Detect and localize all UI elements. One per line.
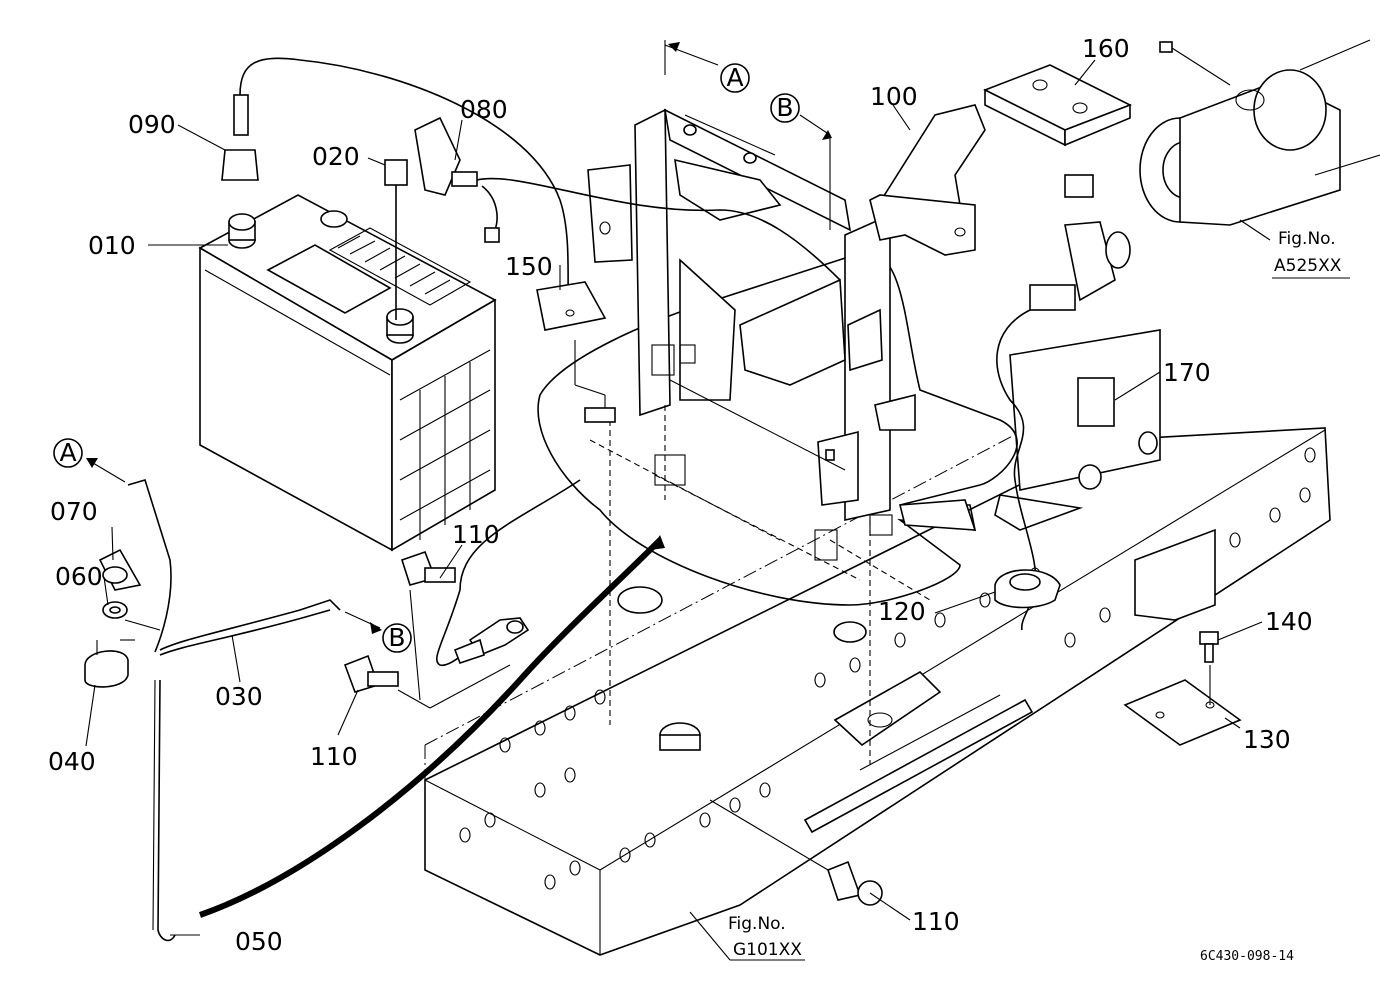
- part-label-050: 050: [235, 927, 283, 956]
- part-label-040: 040: [48, 747, 96, 776]
- part-label-010: 010: [88, 231, 136, 260]
- part-label-060: 060: [55, 562, 103, 591]
- figure-references: Fig.No. A525XX Fig.No. G101XX 6C430-098-…: [689, 229, 1350, 964]
- marker-b-mid-text: B: [388, 623, 405, 652]
- part-label-130: 130: [1243, 725, 1291, 754]
- marker-b-mid: [382, 623, 412, 653]
- marker-a-top-text: A: [726, 63, 743, 92]
- part-label-150: 150: [505, 252, 553, 281]
- marker-a-left: [53, 438, 83, 468]
- part-label-140: 140: [1265, 607, 1313, 636]
- fig-ref-g-code: G101XX: [733, 940, 802, 960]
- right-parts-drawing: [709, 39, 1380, 906]
- part-label-070: 070: [50, 497, 98, 526]
- battery-tray-drawing: [537, 108, 1084, 765]
- marker-a-left-text: A: [59, 438, 76, 467]
- part-label-110-lower: 110: [310, 742, 358, 771]
- part-label-080: 080: [460, 95, 508, 124]
- part-label-030: 030: [215, 682, 263, 711]
- part-label-110-upper: 110: [452, 520, 500, 549]
- drawing-number: 6C430-098-14: [1200, 949, 1294, 964]
- frame-drawing: [424, 329, 1331, 956]
- marker-b-top-text: B: [776, 93, 793, 122]
- battery-drawing: [198, 194, 497, 552]
- marker-b-top: [770, 93, 800, 123]
- part-label-170: 170: [1163, 358, 1211, 387]
- part-label-020: 020: [312, 142, 360, 171]
- part-labels: 090 020 080 010 150 070 060 040 030 050 …: [48, 34, 1313, 956]
- markers: A B A B: [53, 40, 832, 653]
- part-label-100: 100: [870, 82, 918, 111]
- leader-lines: [85, 59, 1271, 936]
- part-label-120: 120: [878, 597, 926, 626]
- fig-ref-a-word: Fig.No.: [1278, 229, 1336, 249]
- marker-a-top: [720, 63, 750, 93]
- fig-ref-a-code: A525XX: [1274, 256, 1342, 276]
- fig-ref-g-word: Fig.No.: [728, 914, 786, 934]
- part-label-160: 160: [1082, 34, 1130, 63]
- part-label-090: 090: [128, 110, 176, 139]
- part-label-110-right: 110: [912, 907, 960, 936]
- cables-drawing: [84, 57, 841, 942]
